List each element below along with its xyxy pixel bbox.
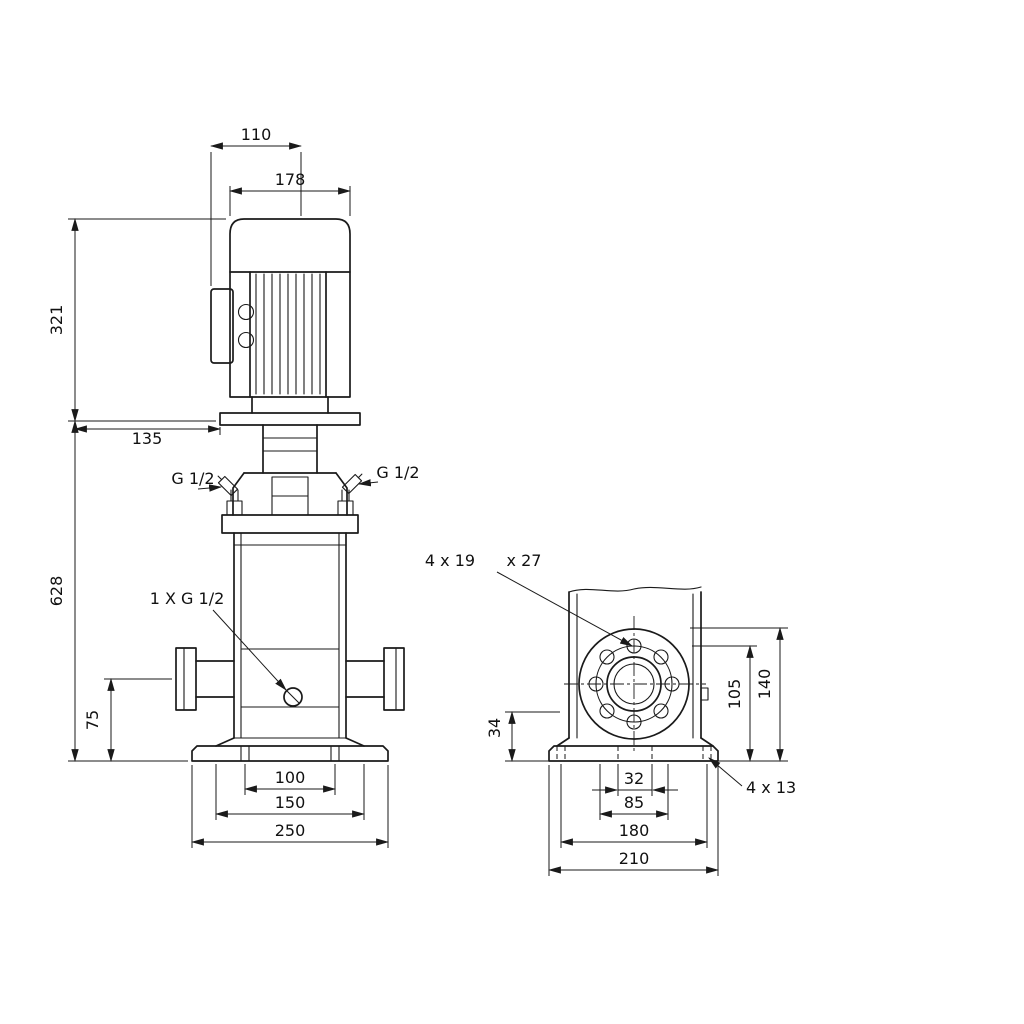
flange-hole-spec-label: 4 x 19	[425, 551, 475, 570]
dim-628-label: 628	[47, 576, 66, 607]
flange-bore-inner	[613, 663, 655, 705]
dim-150-label: 150	[275, 793, 306, 812]
dim-140-label: 140	[755, 669, 774, 700]
clamp-tab	[700, 687, 709, 701]
side-view: 4 x 19 x 27 34 105 140	[425, 551, 796, 876]
dim-100-label: 100	[275, 768, 306, 787]
pump-base-side	[548, 737, 719, 762]
front-view: 110 178 321 135 62	[47, 125, 420, 848]
g12-left-label: G 1/2	[171, 469, 214, 488]
dim-210-label: 210	[619, 849, 650, 868]
motor-cooling-fins	[255, 273, 321, 395]
dim-32-label: 32	[624, 769, 644, 788]
base-plate-front	[191, 745, 389, 762]
front-dimensions: 110 178 321 135 62	[47, 125, 420, 848]
dim-pump-height: 628	[47, 419, 188, 763]
dim-75-label: 75	[83, 710, 102, 730]
dim-slot-width: 32	[592, 764, 678, 796]
label-port-left: G 1/2	[171, 469, 223, 492]
dim-foot-width: 150	[214, 764, 366, 820]
dim-321-label: 321	[47, 305, 66, 336]
pump-base-front	[191, 737, 389, 762]
dim-port-axis-height: 105	[692, 644, 788, 763]
dim-base-width-side: 210	[547, 765, 720, 876]
dim-motor-width: 178	[228, 170, 352, 216]
dim-head-offset: 135	[73, 425, 222, 448]
dim-flange-top-height: 140	[690, 626, 788, 763]
dim-110-label: 110	[241, 125, 272, 144]
dim-base-width-front: 250	[190, 765, 390, 848]
drain-plug	[283, 687, 303, 707]
motor-stool-flange	[219, 412, 361, 426]
flange-bore	[606, 656, 662, 712]
break-line	[568, 586, 702, 593]
head-flange	[221, 514, 359, 534]
bolt-circle	[595, 645, 673, 723]
label-drain: 1 X G 1/2	[150, 589, 287, 691]
dim-250-label: 250	[275, 821, 306, 840]
suction-flange-left	[175, 647, 197, 711]
port-flanges	[175, 647, 405, 711]
gauge-port-plug-right	[341, 473, 363, 495]
pump-column-side	[568, 586, 709, 739]
port-flange-face	[564, 616, 706, 752]
base-plate-side	[548, 745, 719, 762]
dim-motor-height: 321	[47, 217, 226, 423]
cable-entry-hole	[237, 303, 255, 321]
gauge-port-plug-left	[217, 475, 239, 497]
dim-base-height: 34	[485, 710, 560, 763]
dim-port-height: 75	[83, 677, 172, 763]
side-dimensions: 4 x 19 x 27 34 105 140	[425, 551, 796, 876]
dim-180-label: 180	[619, 821, 650, 840]
dim-85-label: 85	[624, 793, 644, 812]
label-base-holes: 4 x 13	[708, 757, 796, 797]
staybolt-nut-right	[337, 489, 354, 516]
discharge-flange-right	[383, 647, 405, 711]
drain-label: 1 X G 1/2	[150, 589, 225, 608]
dim-hole-span: 180	[559, 764, 709, 848]
terminal-box	[210, 288, 234, 364]
dim-178-label: 178	[275, 170, 306, 189]
g12-right-label: G 1/2	[376, 463, 419, 482]
dim-fan-width: 110	[209, 125, 303, 286]
dim-34-label: 34	[485, 718, 504, 738]
label-port-right: G 1/2	[357, 463, 420, 487]
cable-entry-hole	[237, 331, 255, 349]
label-flange-holes: 4 x 19 x 27	[425, 551, 633, 647]
stage-sleeve	[233, 532, 347, 739]
dim-base-slot-span: 100	[243, 764, 337, 795]
flange-outer-circle	[578, 628, 690, 740]
flange-bolt-holes	[588, 638, 680, 730]
flange-hole-spec-label-2: x 27	[507, 551, 542, 570]
base-hole-spec-label: 4 x 13	[746, 778, 796, 797]
dim-slot-outer: 85	[598, 764, 670, 820]
dim-135-label: 135	[132, 429, 163, 448]
coupling-and-pump-head	[217, 424, 363, 534]
dim-105-label: 105	[725, 679, 744, 710]
motor	[210, 218, 361, 426]
